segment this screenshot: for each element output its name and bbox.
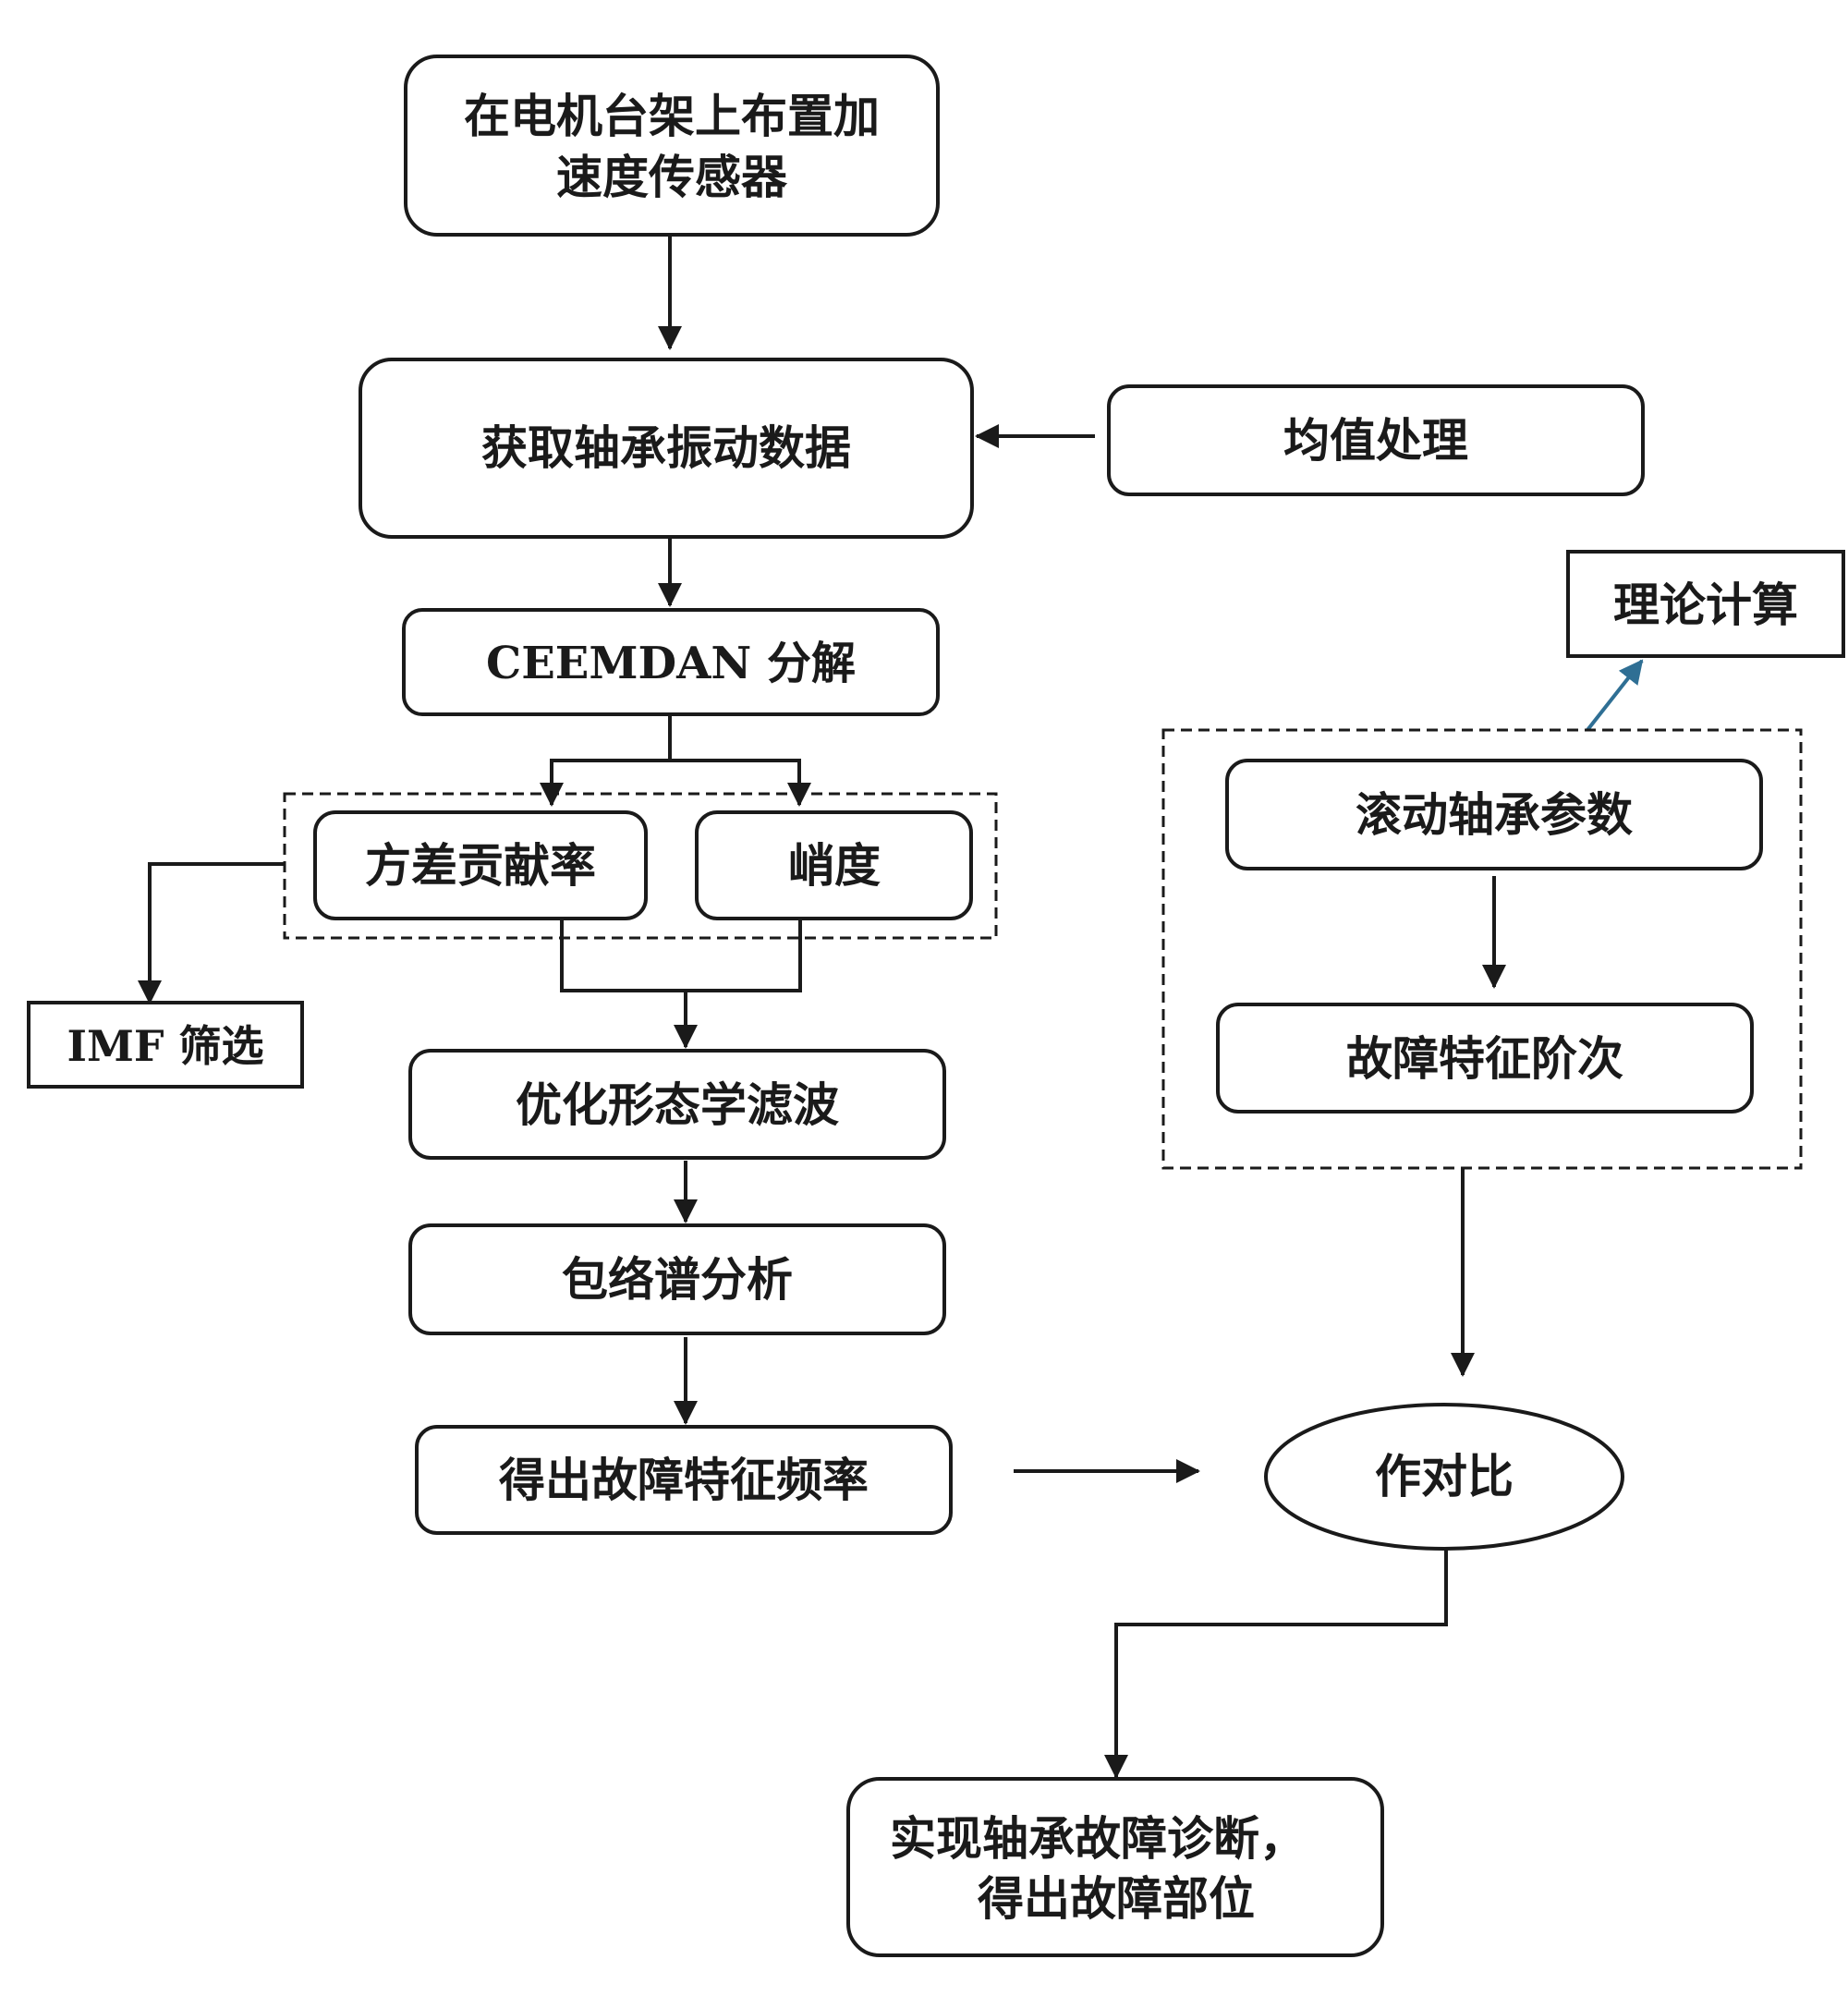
- node-imf-label: IMF 筛选: [67, 1021, 263, 1071]
- node-variance: 方差贡献率: [313, 810, 648, 920]
- arrow-ceemdan-to-variance: [540, 714, 672, 807]
- arrow-compare-to-diagnose: [1104, 1549, 1448, 1779]
- node-theory: 理论计算: [1566, 550, 1845, 658]
- node-compare-label: 作对比: [1375, 1449, 1514, 1503]
- node-ceemdan-label: CEEMDAN 分解: [486, 638, 856, 689]
- node-bearing-params-label: 滚动轴承参数: [1356, 787, 1633, 842]
- node-fault-order-label: 故障特征阶次: [1346, 1031, 1623, 1086]
- node-fault-order: 故障特征阶次: [1216, 1003, 1754, 1114]
- node-theory-label: 理论计算: [1613, 578, 1798, 632]
- merge-line: [560, 920, 802, 992]
- node-compare: 作对比: [1264, 1403, 1624, 1551]
- node-imf: IMF 筛选: [27, 1001, 304, 1089]
- node-envelope-label: 包络谱分析: [562, 1252, 793, 1307]
- node-morph-label: 优化形态学滤波: [516, 1077, 839, 1132]
- node-acquire-label: 获取轴承振动数据: [481, 420, 851, 475]
- theory-group: [1161, 728, 1803, 1170]
- node-morph: 优化形态学滤波: [408, 1049, 946, 1160]
- node-sensor-line1: 在电机台架上布置加: [464, 89, 880, 143]
- node-variance-label: 方差贡献率: [365, 838, 596, 893]
- node-sensor-line2: 速度传感器: [556, 150, 788, 204]
- arrow-ceemdan-to-kurtosis: [670, 759, 811, 807]
- connectors: [138, 237, 1644, 1779]
- node-kurtosis: 峭度: [695, 810, 973, 920]
- node-kurtosis-label: 峭度: [788, 838, 881, 893]
- node-acquire: 获取轴承振动数据: [359, 358, 974, 539]
- node-diagnose-line2: 得出故障部位: [978, 1871, 1255, 1926]
- arrow-group-to-theory: [1586, 659, 1644, 732]
- node-bearing-params: 滚动轴承参数: [1225, 759, 1763, 870]
- node-sensor: 在电机台架上布置加 速度传感器: [404, 55, 940, 237]
- node-mean-label: 均值处理: [1283, 413, 1468, 468]
- node-envelope: 包络谱分析: [408, 1223, 946, 1335]
- indicator-group: [283, 792, 998, 940]
- arrow-group-to-imf: [138, 862, 285, 1004]
- node-ceemdan: CEEMDAN 分解: [402, 608, 940, 716]
- node-diagnose: 实现轴承故障诊断， 得出故障部位: [846, 1777, 1384, 1957]
- node-diagnose-line1: 实现轴承故障诊断，: [890, 1811, 1306, 1866]
- node-freq: 得出故障特征频率: [415, 1425, 953, 1535]
- node-freq-label: 得出故障特征频率: [499, 1453, 869, 1507]
- node-mean: 均值处理: [1107, 384, 1645, 496]
